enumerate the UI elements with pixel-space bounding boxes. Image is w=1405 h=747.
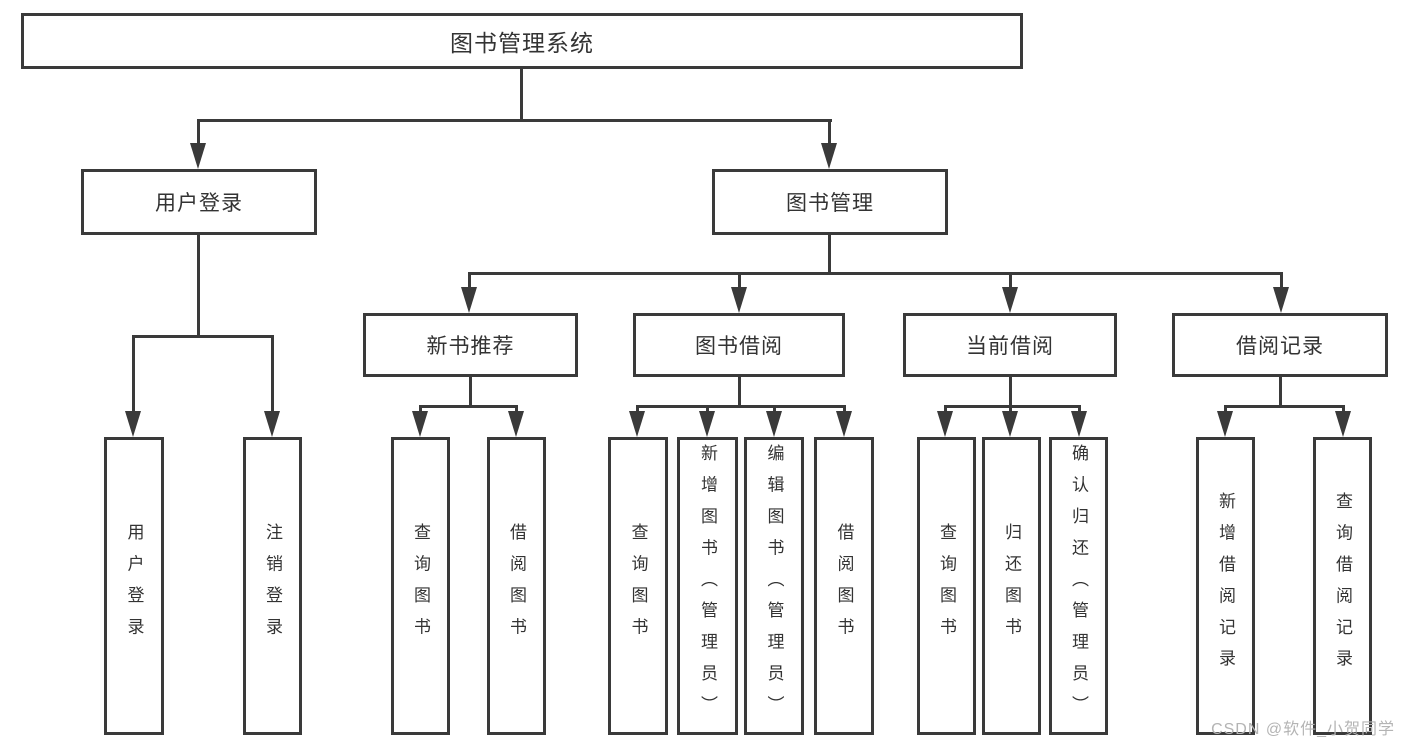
edge-line [1224, 405, 1227, 413]
edge-line [1009, 377, 1012, 408]
edge-line [197, 235, 200, 338]
edge-line [197, 119, 832, 122]
watermark: CSDN @软件_小贺同学 [1211, 721, 1395, 738]
arrowhead [1002, 411, 1018, 437]
edge-line [271, 335, 274, 413]
node-label: 图书借阅 [695, 335, 783, 358]
edge-line [1009, 405, 1012, 413]
arrowhead [836, 411, 852, 437]
arrowhead [1273, 287, 1289, 313]
edge-line [197, 119, 200, 147]
leaf-return-books: 归还图书 [982, 437, 1041, 735]
edge-line [706, 405, 709, 413]
arrowhead [699, 411, 715, 437]
leaf-user-login: 用户登录 [104, 437, 164, 735]
edge-line [132, 335, 274, 338]
node-current-borrowing: 当前借阅 [903, 313, 1117, 377]
leaf-label: 新增借阅记录 [1216, 491, 1235, 681]
edge-line [944, 405, 1081, 408]
arrowhead [461, 287, 477, 313]
arrowhead [508, 411, 524, 437]
edge-line [520, 69, 523, 121]
edge-line [515, 405, 518, 413]
node-label: 借阅记录 [1236, 335, 1324, 358]
leaf-label: 查询借阅记录 [1333, 491, 1352, 681]
leaf-confirm-return-admin: 确认归还（管理员） [1049, 437, 1108, 735]
leaf-label: 借阅图书 [507, 523, 526, 649]
edge-line [828, 119, 831, 147]
arrowhead [731, 287, 747, 313]
leaf-label: 查询图书 [628, 523, 648, 649]
edge-line [828, 235, 831, 275]
arrowhead [937, 411, 953, 437]
leaf-label: 新增图书（管理员） [698, 444, 717, 728]
arrowhead [766, 411, 782, 437]
arrowhead [821, 143, 837, 169]
edge-line [1342, 405, 1345, 413]
leaf-label: 借阅图书 [834, 523, 854, 649]
leaf-logout: 注销登录 [243, 437, 302, 735]
leaf-borrow-books: 借阅图书 [487, 437, 546, 735]
node-label: 图书管理 [786, 192, 874, 215]
edge-line [636, 405, 846, 408]
leaf-edit-book-admin: 编辑图书（管理员） [744, 437, 804, 735]
leaf-add-book-admin: 新增图书（管理员） [677, 437, 738, 735]
edge-line [773, 405, 776, 413]
edge-line [469, 377, 472, 408]
leaf-query-borrow-record: 查询借阅记录 [1313, 437, 1372, 735]
edge-line [132, 335, 135, 413]
arrowhead [412, 411, 428, 437]
edge-line [419, 405, 422, 413]
leaf-query-books: 查询图书 [608, 437, 668, 735]
leaf-label: 查询图书 [411, 523, 430, 649]
node-user-login: 用户登录 [81, 169, 317, 235]
edge-line [944, 405, 947, 413]
leaf-query-books: 查询图书 [391, 437, 450, 735]
leaf-label: 查询图书 [937, 523, 956, 649]
node-library-management-system: 图书管理系统 [21, 13, 1023, 69]
arrowhead [1217, 411, 1233, 437]
arrowhead [264, 411, 280, 437]
arrowhead [1335, 411, 1351, 437]
arrowhead [1002, 287, 1018, 313]
edge-line [1224, 405, 1344, 408]
node-label: 用户登录 [155, 192, 243, 215]
node-book-borrowing: 图书借阅 [633, 313, 845, 377]
node-book-management: 图书管理 [712, 169, 948, 235]
arrowhead [1071, 411, 1087, 437]
leaf-label: 归还图书 [1002, 523, 1021, 649]
edge-line [1078, 405, 1081, 413]
edge-line [738, 272, 741, 290]
node-label: 当前借阅 [966, 335, 1054, 358]
edge-line [1009, 272, 1012, 290]
edge-line [636, 405, 639, 413]
edge-line [468, 272, 471, 290]
edge-line [419, 405, 518, 408]
edge-line [738, 377, 741, 408]
node-borrowing-records: 借阅记录 [1172, 313, 1388, 377]
leaf-label: 确认归还（管理员） [1069, 444, 1088, 728]
leaf-label: 编辑图书（管理员） [764, 444, 784, 728]
edge-line [1279, 377, 1282, 408]
leaf-add-borrow-record: 新增借阅记录 [1196, 437, 1255, 735]
node-new-book-recommend: 新书推荐 [363, 313, 578, 377]
node-label: 新书推荐 [426, 335, 515, 358]
leaf-label: 用户登录 [124, 523, 144, 649]
arrowhead [629, 411, 645, 437]
edge-line [843, 405, 846, 413]
edge-line [468, 272, 1283, 275]
leaf-borrow-books: 借阅图书 [814, 437, 874, 735]
node-label: 图书管理系统 [450, 30, 594, 56]
arrowhead [125, 411, 141, 437]
arrowhead [190, 143, 206, 169]
leaf-query-books: 查询图书 [917, 437, 976, 735]
leaf-label: 注销登录 [263, 523, 282, 649]
edge-line [1280, 272, 1283, 290]
